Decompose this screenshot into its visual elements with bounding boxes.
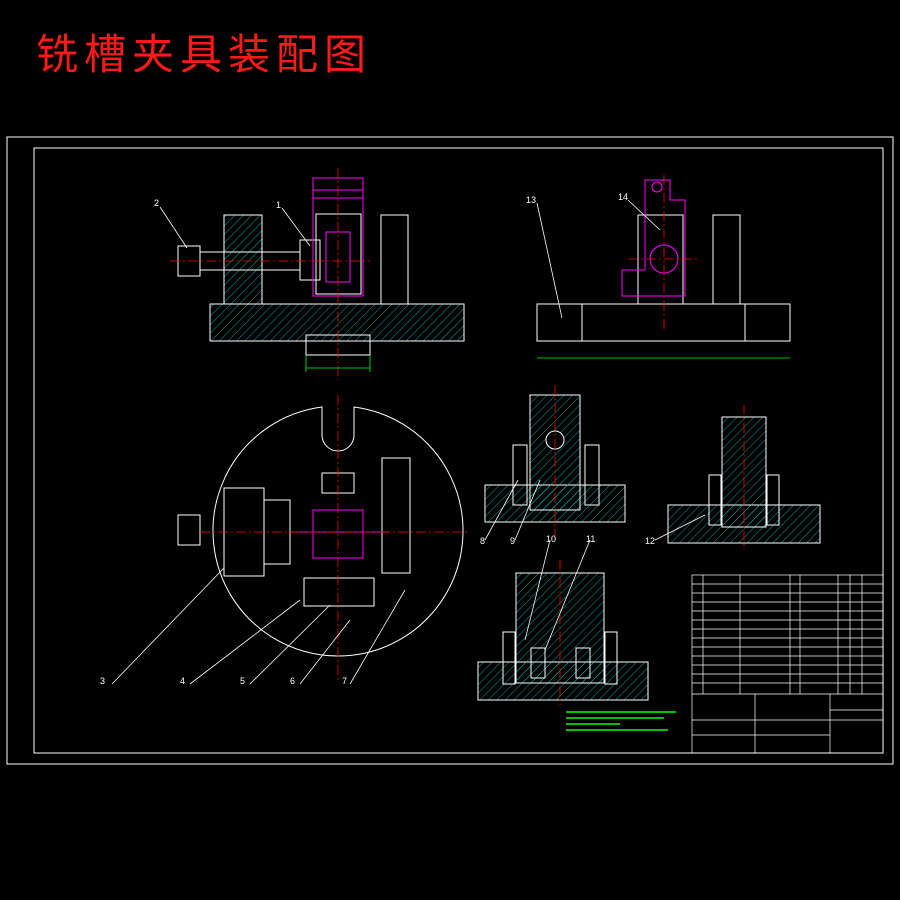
label-part-13: 13: [526, 195, 536, 205]
plan-centerlines: [200, 395, 470, 680]
leader-14: [627, 199, 661, 231]
side-view-centerlines: [628, 175, 700, 330]
label-part-4: 4: [180, 676, 185, 686]
label-part-8: 8: [480, 536, 485, 546]
label-part-6: 6: [290, 676, 295, 686]
plan-leaders: [111, 567, 406, 685]
leader-10: [524, 539, 551, 641]
leader-9: [514, 479, 541, 541]
section-c: [477, 572, 649, 701]
label-part-11: 11: [586, 534, 595, 544]
label-part-7: 7: [342, 676, 347, 686]
parts-list: [691, 574, 884, 754]
inner-border: [33, 147, 884, 754]
leader-11: [544, 539, 591, 651]
label-part-12: 12: [645, 536, 655, 546]
label-part-10: 10: [546, 534, 556, 544]
label-part-1: 1: [276, 200, 281, 210]
drawing-title: 铣槽夹具装配图: [36, 30, 373, 79]
label-part-2: 2: [154, 198, 159, 208]
label-part-5: 5: [240, 676, 245, 686]
front-view-centerlines: [170, 168, 370, 380]
leader-13: [536, 202, 563, 319]
label-part-3: 3: [100, 676, 105, 686]
label-part-9: 9: [510, 536, 515, 546]
section-a: [484, 394, 626, 523]
label-part-14: 14: [618, 192, 628, 202]
plan-view-part: [290, 509, 390, 559]
front-view-dimension: [305, 355, 371, 372]
outer-border: [6, 136, 894, 765]
technical-notes: [566, 711, 676, 731]
plan-view: [177, 406, 464, 657]
leader-1: [281, 207, 311, 247]
side-view-part: [621, 179, 686, 297]
leader-8: [484, 479, 519, 541]
leader-2: [159, 206, 188, 249]
front-view: [177, 213, 465, 356]
leader-12: [654, 514, 706, 541]
side-view: [536, 214, 791, 342]
